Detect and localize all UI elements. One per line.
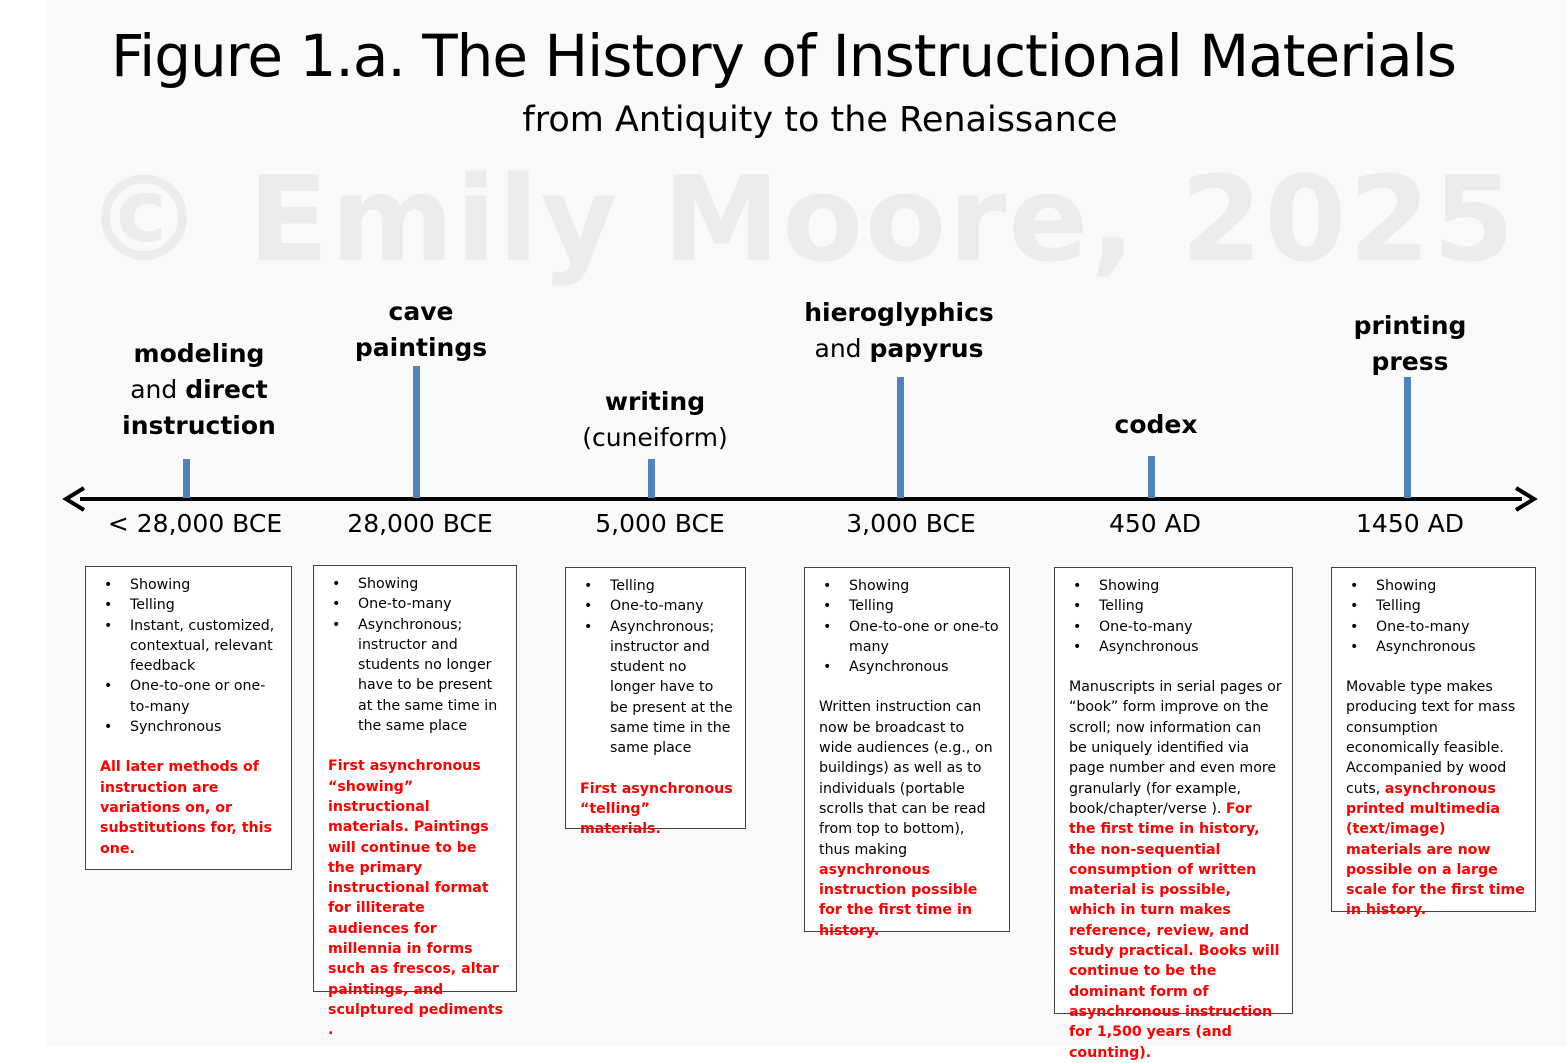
event-date: 28,000 BCE: [347, 509, 493, 538]
attribute-item: One-to-many: [584, 596, 735, 617]
highlighted-text: All later methods of instruction are var…: [100, 759, 272, 857]
event-description: Movable type makes producing text for ma…: [1346, 677, 1525, 921]
highlighted-text: For the first time in history, the non-s…: [1069, 800, 1280, 1061]
event-description-box: ShowingTellingInstant, customized, conte…: [85, 566, 292, 870]
attribute-item: Showing: [823, 576, 999, 597]
attribute-item: Telling: [1350, 596, 1525, 617]
event-date: < 28,000 BCE: [107, 509, 283, 538]
attribute-item: Asynchronous; instructor and student no …: [584, 617, 735, 759]
highlighted-text: asynchronous printed multimedia (text/im…: [1346, 780, 1525, 919]
event-description: Manuscripts in serial pages or “book” fo…: [1069, 677, 1282, 1063]
event-description: Written instruction can now be broadcast…: [819, 697, 999, 941]
attribute-item: Instant, customized, contextual, relevan…: [104, 616, 281, 677]
attribute-item: Telling: [584, 576, 735, 597]
attribute-item: One-to-one or one-to many: [823, 617, 999, 658]
attribute-item: Asynchronous; instructor and students no…: [332, 615, 506, 737]
attribute-item: Synchronous: [104, 717, 281, 738]
description-text: Movable type makes producing text for ma…: [1346, 679, 1516, 797]
attribute-item: Showing: [1073, 576, 1282, 597]
event-label: writing(cuneiform): [582, 387, 728, 452]
attribute-item: Showing: [1350, 576, 1525, 597]
attribute-item: Showing: [332, 574, 506, 595]
event-description: All later methods of instruction are var…: [100, 757, 281, 858]
right-arrowhead-icon: [1514, 486, 1538, 512]
left-arrowhead-icon: [62, 486, 86, 512]
event-description: First asynchronous “telling” materials.: [580, 779, 735, 840]
attribute-item: Showing: [104, 575, 281, 596]
event-description-box: ShowingTellingOne-to-manyAsynchronousMan…: [1054, 567, 1293, 1061]
attribute-item: Asynchronous: [1073, 637, 1282, 658]
copyright-watermark: © Emily Moore, 2025: [85, 150, 1517, 288]
event-description-box: ShowingTellingOne-to-manyAsynchronousMov…: [1331, 567, 1536, 918]
figure-subtitle: from Antiquity to the Renaissance: [522, 100, 1118, 140]
timeline-tick: [413, 366, 420, 498]
attribute-item: Telling: [823, 596, 999, 617]
timeline-tick: [183, 459, 190, 498]
attribute-item: One-to-many: [332, 594, 506, 615]
attribute-list: ShowingTellingOne-to-one or one-to manyA…: [819, 576, 999, 678]
attribute-item: One-to-one or one-to-many: [104, 676, 281, 717]
attribute-list: ShowingTellingInstant, customized, conte…: [100, 575, 281, 738]
event-description-box: ShowingOne-to-manyAsynchronous; instruct…: [313, 565, 517, 1038]
highlighted-text: asynchronous instruction possible for th…: [819, 861, 978, 939]
event-description-box: TellingOne-to-manyAsynchronous; instruct…: [565, 567, 746, 837]
event-date: 450 AD: [1108, 509, 1202, 538]
event-description: First asynchronous “showing” instruction…: [328, 756, 506, 1040]
attribute-list: ShowingOne-to-manyAsynchronous; instruct…: [328, 574, 506, 736]
event-date: 1450 AD: [1356, 509, 1464, 538]
event-date: 5,000 BCE: [595, 509, 725, 538]
attribute-item: Telling: [1073, 596, 1282, 617]
attribute-item: Telling: [104, 595, 281, 616]
event-date: 3,000 BCE: [846, 509, 976, 538]
timeline-tick: [648, 459, 655, 498]
attribute-item: Asynchronous: [1350, 637, 1525, 658]
figure-title: Figure 1.a. The History of Instructional…: [110, 22, 1457, 90]
timeline-tick: [1404, 377, 1411, 498]
attribute-item: One-to-many: [1350, 617, 1525, 638]
attribute-list: ShowingTellingOne-to-manyAsynchronous: [1346, 576, 1525, 657]
highlighted-text: First asynchronous “showing” instruction…: [328, 758, 504, 1039]
timeline-tick: [1148, 456, 1155, 498]
description-text: Written instruction can now be broadcast…: [819, 699, 993, 858]
event-description-box: ShowingTellingOne-to-one or one-to manyA…: [804, 567, 1010, 939]
event-label: codex: [1114, 410, 1198, 439]
description-text: Manuscripts in serial pages or “book” fo…: [1069, 679, 1282, 817]
attribute-item: Asynchronous: [823, 657, 999, 678]
attribute-item: One-to-many: [1073, 617, 1282, 638]
highlighted-text: First asynchronous “telling” materials.: [580, 780, 733, 838]
timeline-tick: [897, 377, 904, 498]
attribute-list: TellingOne-to-manyAsynchronous; instruct…: [580, 576, 735, 759]
attribute-list: ShowingTellingOne-to-manyAsynchronous: [1069, 576, 1282, 657]
